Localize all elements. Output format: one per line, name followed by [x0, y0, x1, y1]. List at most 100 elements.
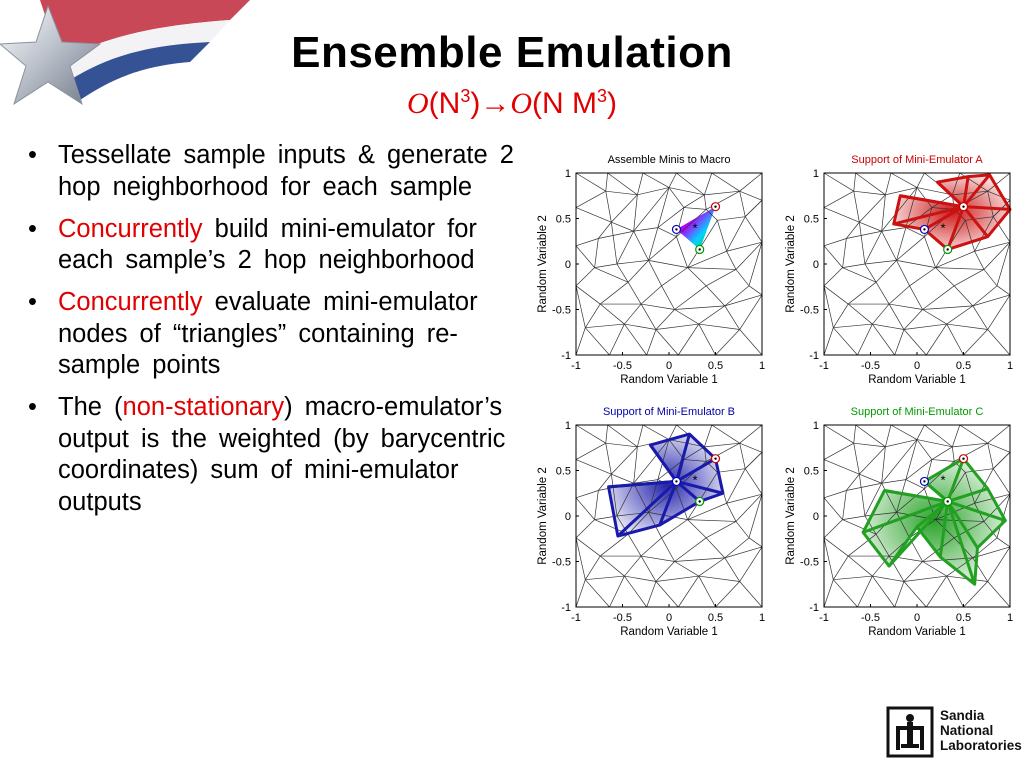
node-marker-center [923, 480, 926, 483]
mesh-edge [624, 575, 657, 582]
mesh-edge [715, 329, 740, 356]
mesh-edge [676, 172, 705, 196]
mesh-edge [585, 323, 625, 329]
mesh-edge [896, 479, 907, 513]
support-edge [649, 444, 678, 483]
mesh-edge [983, 521, 998, 539]
mesh-edge [706, 521, 737, 539]
mesh-edge [894, 329, 905, 356]
mesh-edge [823, 497, 843, 520]
mesh-edge [823, 207, 860, 223]
mesh-edge [704, 172, 713, 195]
mesh-edge [598, 473, 612, 491]
mesh-edge [585, 579, 610, 608]
mesh-edge [674, 309, 699, 325]
mesh-edge [875, 282, 890, 305]
support-edge [946, 500, 979, 549]
mesh-edge [745, 452, 763, 469]
y-tick-label: 0 [813, 259, 819, 271]
mesh-edge [661, 537, 675, 562]
mesh-edge [657, 459, 685, 480]
mesh-edge [726, 251, 737, 270]
x-tick-label: -0.5 [613, 360, 632, 372]
arrow-icon: → [480, 87, 511, 120]
mesh-edge [594, 490, 599, 520]
mesh-edge [864, 263, 877, 283]
big-o-symbol: O [510, 87, 532, 120]
mesh-edge [739, 294, 763, 330]
mesh-edge [983, 241, 1011, 270]
complexity-exponent: 3 [596, 86, 607, 106]
mesh-edge [872, 555, 890, 577]
y-tick-label: -0.5 [800, 557, 819, 569]
mesh-edge [905, 459, 933, 480]
node-marker-center [962, 457, 965, 460]
mesh-edge [983, 269, 998, 287]
x-tick-label: -1 [571, 360, 581, 372]
mesh-edge [609, 575, 625, 608]
mesh-edge [616, 483, 634, 517]
mesh-edge [575, 172, 606, 192]
mesh-edge [575, 497, 595, 520]
x-tick-label: -1 [571, 612, 581, 624]
mesh-edge [739, 172, 763, 192]
support-boundary [607, 432, 725, 538]
mesh-edge [842, 267, 877, 283]
mesh-edge [896, 260, 910, 286]
mesh-edge [823, 424, 854, 444]
mesh-edge [575, 285, 601, 305]
mesh-edge [575, 537, 601, 557]
mesh-edge [859, 194, 886, 223]
x-tick-label: 0 [666, 612, 672, 624]
mesh-edge [748, 242, 763, 286]
mesh-edge [903, 323, 947, 330]
x-tick-label: 0 [914, 612, 920, 624]
x-tick-label: 1 [759, 360, 765, 372]
mesh-edge [575, 238, 599, 247]
y-axis-label: Random Variable 2 [785, 467, 797, 565]
mesh-edge [594, 267, 629, 283]
mesh-edge [611, 194, 638, 223]
mesh-edge [637, 187, 670, 196]
complexity-part: (N M [532, 87, 597, 120]
mesh-edge [648, 227, 659, 261]
mesh-edge [896, 260, 936, 268]
mesh-edge [853, 442, 886, 448]
mesh-edge [610, 222, 618, 265]
mesh-edge [637, 424, 644, 447]
mesh-edge [624, 323, 657, 330]
mesh-edge [687, 220, 718, 268]
mesh-edge [916, 439, 953, 448]
mesh-edge [823, 245, 843, 268]
mesh-edge [585, 303, 601, 328]
mesh-edge [605, 424, 608, 444]
mesh-edge [575, 327, 586, 356]
mesh-edge [864, 515, 877, 535]
support-edge [676, 479, 724, 495]
support-edge [616, 480, 678, 538]
bullet-dot-icon: • [28, 393, 37, 421]
mesh-edge [954, 269, 985, 287]
support-edge [946, 458, 965, 502]
mesh-edge [646, 329, 657, 356]
mesh-edge [735, 493, 763, 522]
support-edge [658, 480, 678, 526]
mesh-edge [987, 294, 1011, 330]
mesh-edge [739, 424, 763, 444]
mesh-edge [585, 555, 601, 580]
mesh-edge [726, 241, 763, 252]
mesh-edge [987, 546, 1011, 582]
mesh-edge [916, 172, 925, 188]
mesh-edge [711, 172, 740, 192]
mesh-edge [698, 323, 740, 330]
mesh-edge [896, 512, 910, 538]
mesh-edge [739, 191, 746, 217]
resample-point-marker: * [941, 473, 946, 488]
mesh-edge [748, 537, 763, 548]
x-tick-label: 1 [1007, 612, 1013, 624]
mesh-edge [853, 190, 886, 196]
mesh-edge [916, 187, 953, 196]
mesh-edge [715, 581, 740, 608]
y-tick-label: -1 [561, 602, 571, 614]
mesh-edge [739, 442, 763, 453]
